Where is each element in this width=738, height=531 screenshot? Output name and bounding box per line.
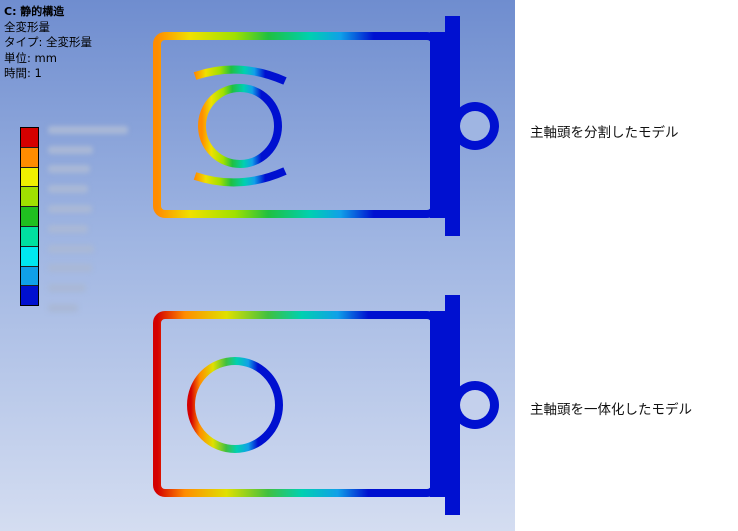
color-swatch-9: [21, 286, 38, 306]
color-swatch-6: [21, 226, 38, 247]
color-scale-bar: [20, 127, 39, 307]
scale-value-blurred: [48, 278, 138, 298]
scale-value-blurred: [48, 160, 138, 180]
scale-value-blurred: [48, 219, 138, 239]
color-swatch-7: [21, 246, 38, 267]
integrated-model-caption: 主軸頭を一体化したモデル: [530, 402, 692, 418]
color-swatch-8: [21, 266, 38, 287]
scale-value-blurred: [48, 199, 138, 219]
color-swatch-4: [21, 187, 38, 208]
color-swatch-5: [21, 207, 38, 227]
result-type: タイプ: 全変形量: [4, 35, 93, 49]
result-unit: 単位: mm: [4, 50, 57, 65]
result-name: 全変形量: [4, 19, 50, 34]
color-swatch-1: [21, 128, 38, 148]
color-swatch-3: [21, 167, 38, 188]
color-scale-values-blurred: [48, 120, 138, 318]
integrated-model-contour: [153, 295, 499, 515]
split-model-caption: 主軸頭を分割したモデル: [530, 125, 679, 141]
color-swatch-2: [21, 147, 38, 168]
result-time: 時間: 1: [4, 66, 42, 80]
analysis-viewport[interactable]: C: 静的構造 全変形量 タイプ: 全変形量 単位: mm 時間: 1: [0, 0, 515, 531]
scale-value-blurred: [48, 179, 138, 199]
scale-value-blurred: [48, 120, 138, 140]
scale-value-blurred: [48, 140, 138, 160]
scale-value-blurred: [48, 259, 138, 279]
scale-value-blurred: [48, 239, 138, 259]
scale-value-blurred: [48, 298, 138, 318]
split-model-contour: [153, 16, 499, 236]
analysis-title: C: 静的構造: [4, 5, 65, 18]
result-legend: C: 静的構造 全変形量 タイプ: 全変形量 単位: mm 時間: 1: [4, 4, 92, 82]
